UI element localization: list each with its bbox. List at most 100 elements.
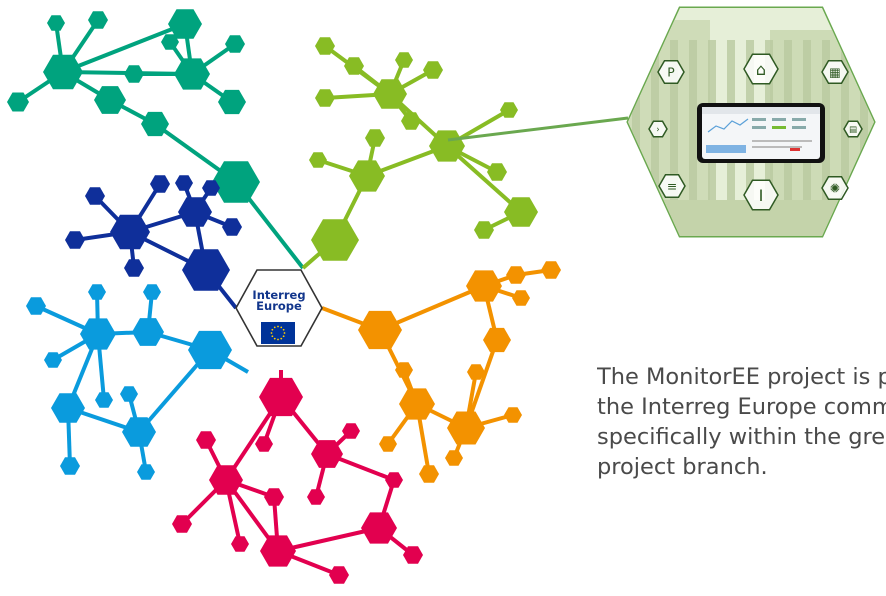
lime-node-13 <box>487 163 507 181</box>
lime-node-15 <box>474 221 494 239</box>
red-node-5 <box>196 431 216 449</box>
orange-node-4 <box>483 327 511 353</box>
orange-node-0 <box>358 310 402 350</box>
interreg-logo-text: Interreg Europe <box>244 288 314 313</box>
teal-node-10 <box>141 111 169 137</box>
navy-node-1 <box>110 214 150 250</box>
teal-node-2 <box>168 9 202 39</box>
teal-node-8 <box>47 15 65 31</box>
svg-text:P: P <box>667 66 675 80</box>
svg-text:✺: ✺ <box>830 182 840 196</box>
solar-panel-icon: ▦ <box>821 59 849 85</box>
caption-line-1: The MonitorEE project is part of <box>597 364 886 390</box>
red-node-0 <box>259 377 303 417</box>
red-node-9 <box>307 489 325 505</box>
eu-flag <box>261 322 295 344</box>
teal-node-3 <box>174 58 210 90</box>
logo-line2: Europe <box>256 299 302 313</box>
teal-node-0 <box>43 54 83 90</box>
red-node-11 <box>403 546 423 564</box>
red-node-14 <box>255 436 273 452</box>
teal-node-6 <box>124 65 144 83</box>
red-node-12 <box>385 472 403 488</box>
caption-line-2: the Interreg Europe community, <box>597 394 886 420</box>
red-node-4 <box>361 512 397 544</box>
orange-node-12 <box>379 436 397 452</box>
facade-panel <box>689 40 697 220</box>
blue-node-10 <box>60 457 80 475</box>
caption-line-4: project branch. <box>597 454 768 480</box>
blue-node-12 <box>95 392 113 408</box>
orange-node-2 <box>447 411 485 445</box>
lime-node-6 <box>344 57 364 75</box>
project-photo-hexagon: P⌂▦›▤≡I✺ <box>626 6 876 238</box>
lime-node-0 <box>311 219 359 261</box>
blue-node-0 <box>188 330 232 370</box>
orange-node-1 <box>399 388 435 420</box>
red-node-10 <box>329 566 349 584</box>
facade-panel <box>822 40 830 220</box>
ev-car-icon: ⌂ <box>743 53 779 85</box>
red-node-13 <box>342 423 360 439</box>
facade-panel <box>860 40 868 220</box>
blue-node-8 <box>44 352 62 368</box>
orange-node-3 <box>466 270 502 302</box>
lime-node-3 <box>373 79 407 109</box>
orange-node-5 <box>506 266 526 284</box>
lime-link-13 <box>445 144 523 214</box>
lime-node-5 <box>315 89 335 107</box>
red-node-8 <box>264 488 284 506</box>
orange-node-7 <box>512 290 530 306</box>
navy-node-2 <box>178 197 212 227</box>
navy-node-0 <box>182 249 230 291</box>
battery-icon: ▤ <box>843 120 863 138</box>
lime-node-1 <box>349 160 385 192</box>
lime-node-7 <box>395 52 413 68</box>
red-node-7 <box>231 536 249 552</box>
navy-node-9 <box>202 180 220 196</box>
orange-node-11 <box>445 450 463 466</box>
lime-node-12 <box>500 102 518 118</box>
teal-node-5 <box>225 35 245 53</box>
red-node-6 <box>172 515 192 533</box>
blue-node-6 <box>88 284 106 300</box>
svg-text:I: I <box>759 186 764 205</box>
navy-node-4 <box>85 187 105 205</box>
svg-text:⌂: ⌂ <box>756 60 766 79</box>
connector-line <box>447 116 629 142</box>
lime-node-11 <box>365 129 385 147</box>
lime-node-4 <box>315 37 335 55</box>
lime-node-14 <box>504 197 538 227</box>
caption-text: The MonitorEE project is part of the Int… <box>597 362 886 562</box>
navy-node-7 <box>175 175 193 191</box>
logo-line1: Interreg <box>252 288 306 302</box>
blue-node-5 <box>26 297 46 315</box>
eu-stars <box>270 325 286 341</box>
teal-node-9 <box>7 92 29 112</box>
lightbulb-icon: ✺ <box>821 175 849 201</box>
navy-node-8 <box>222 218 242 236</box>
caption-line-3: specifically within the green <box>597 424 886 450</box>
svg-text:▤: ▤ <box>849 125 857 135</box>
lime-node-8 <box>423 61 443 79</box>
phone-dashboard <box>697 103 825 163</box>
svg-text:≡: ≡ <box>667 180 677 194</box>
red-link-9 <box>277 526 380 553</box>
interreg-europe-logo <box>235 269 323 347</box>
teal-node-4 <box>218 89 246 115</box>
red-node-2 <box>311 440 343 468</box>
blue-node-11 <box>137 464 155 480</box>
navy-node-6 <box>124 259 144 277</box>
thermometer-icon: I <box>743 179 779 211</box>
orange-node-10 <box>419 465 439 483</box>
gauge-icon: ≡ <box>658 173 686 199</box>
blue-node-2 <box>132 318 164 346</box>
svg-text:▦: ▦ <box>829 66 841 80</box>
orange-node-9 <box>504 407 522 423</box>
facade-panel <box>670 40 678 220</box>
navy-node-3 <box>150 175 170 193</box>
blue-node-1 <box>80 318 116 350</box>
facade-panel <box>632 40 640 220</box>
blue-node-9 <box>120 386 138 402</box>
